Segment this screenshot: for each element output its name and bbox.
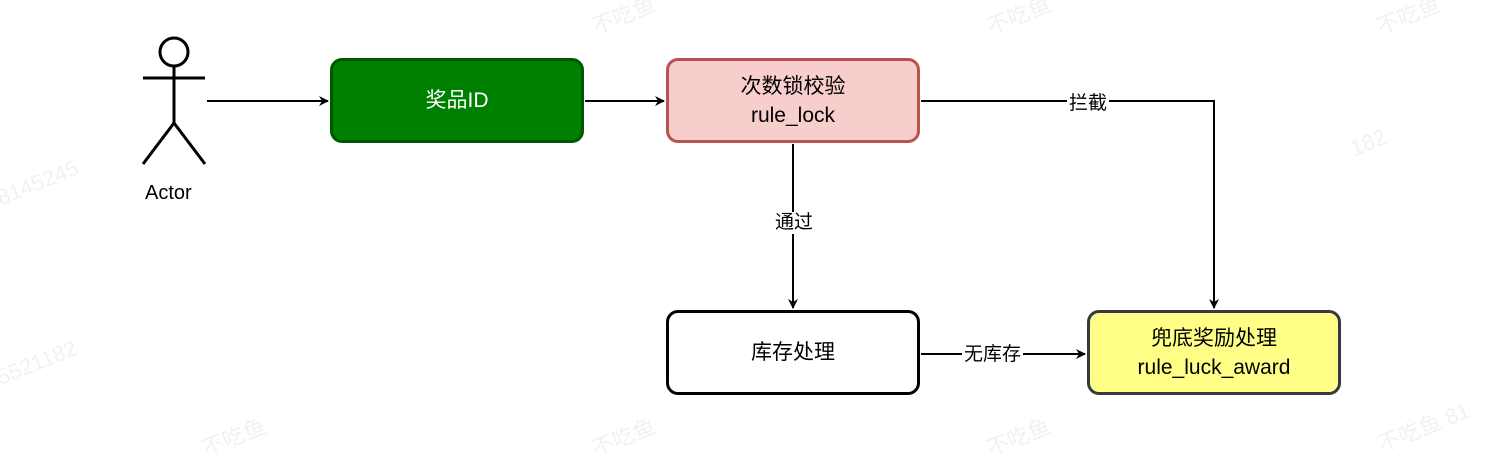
rule-lock-code: rule_lock (750, 103, 836, 127)
actor-label: Actor (145, 182, 192, 204)
rule-lock-title: 次数锁校验 (740, 74, 846, 98)
prize-id-label: 奖品ID (425, 89, 489, 112)
edge-lock-to-luck (921, 100, 1219, 309)
rule-luck-award-code: rule_luck_award (1137, 355, 1291, 379)
edge-label-pass: 通过 (773, 212, 816, 234)
stock-processing-node[interactable]: 库存处理 (666, 310, 920, 395)
rule-lock-node[interactable]: 次数锁校验 rule_lock (666, 58, 920, 143)
flow-connectors (141, 36, 1219, 359)
edge-label-block: 拦截 (1067, 93, 1110, 115)
actor-icon (141, 36, 207, 165)
edge-label-no-stock: 无库存 (962, 344, 1024, 366)
prize-id-node[interactable]: 奖品ID (330, 58, 584, 143)
rule-luck-award-node[interactable]: 兜底奖励处理 rule_luck_award (1087, 310, 1341, 395)
stock-processing-label: 库存处理 (751, 341, 835, 364)
rule-luck-award-title: 兜底奖励处理 (1151, 326, 1277, 350)
